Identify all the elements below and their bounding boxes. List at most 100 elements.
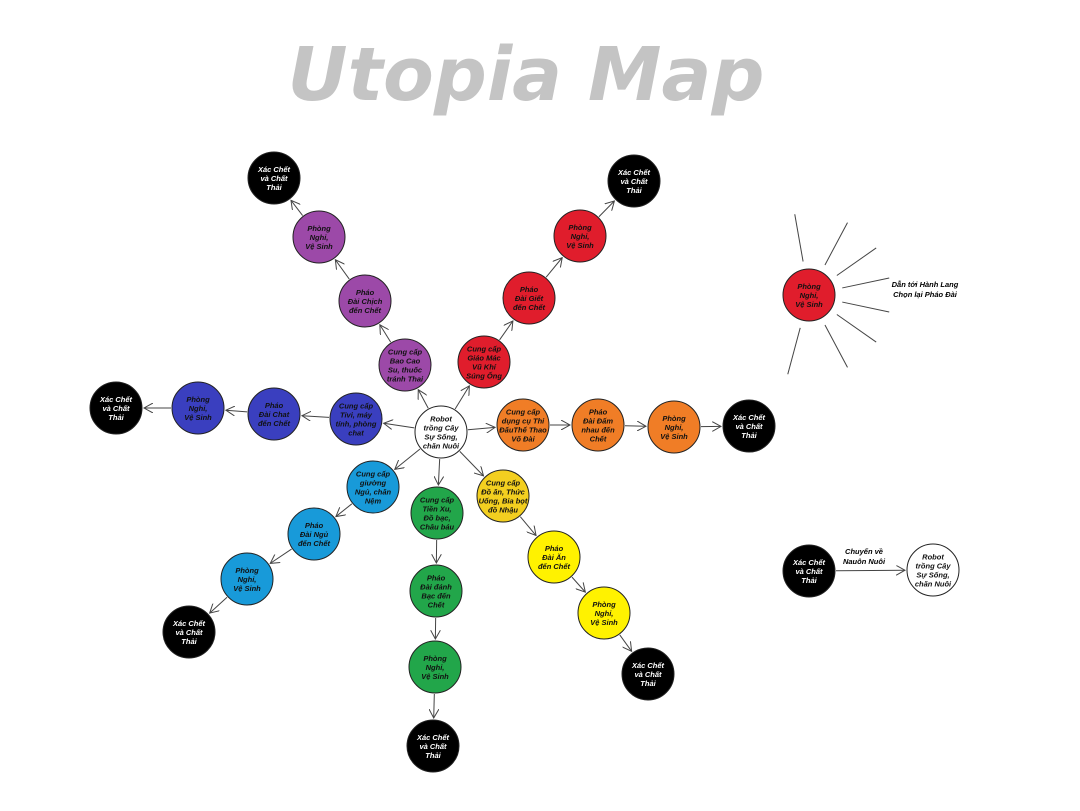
note-line: Chuyển về [845, 547, 883, 556]
node-circle [220, 552, 274, 606]
node-circle [378, 338, 432, 392]
arrow-center-to-purple-1 [418, 390, 429, 409]
node-label-line: Uống, Bia bọt [479, 497, 528, 506]
node-label-line: Đài Chat [259, 410, 290, 419]
node-circle [457, 335, 511, 389]
node-circle [247, 387, 301, 441]
arrow-center-to-green-1 [438, 458, 439, 485]
node-label-line: Thải [741, 431, 757, 440]
node-circle [577, 586, 631, 640]
node-circle [527, 530, 581, 584]
node-label-line: Vệ Sinh [233, 584, 261, 593]
arrow-cyan-3-to-cyan-4 [210, 596, 228, 613]
node-label-line: Xác Chết [416, 733, 450, 742]
arrow-red-2-to-red-3 [545, 258, 562, 278]
node-label-line: Sự Sống, [916, 571, 949, 580]
node-label-line: Châu báu [420, 523, 455, 532]
node-label-line: đến Chết [349, 306, 382, 315]
arrow-green-3-to-green-4 [434, 693, 435, 718]
corridor-ray-7 [824, 324, 848, 368]
arrow-orange-2-to-orange-3 [624, 426, 646, 427]
node-label-line: Đài Đấm [583, 417, 613, 426]
node-circle [414, 405, 468, 459]
arrow-center-to-blue-1 [384, 423, 415, 428]
node-label-line: Vệ Sinh [184, 413, 212, 422]
arrow-blue-2-to-blue-3 [226, 410, 248, 412]
node-label-line: Bạc đến [421, 592, 451, 601]
note-line: Nauôn Nuôi [843, 557, 886, 566]
node-label-line: Nệm [365, 497, 382, 506]
node-circle [782, 544, 836, 598]
node-label-line: Thải [626, 186, 642, 195]
node-label-line: Su, thuốc [388, 366, 423, 375]
node-circle [722, 399, 776, 453]
node-label-line: Thải [266, 183, 282, 192]
node-label-line: Sự Sống, [424, 433, 457, 442]
node-label-line: Chết [590, 435, 607, 444]
node-label-line: Pháo [520, 285, 539, 294]
node-label-line: Pháo [589, 408, 608, 417]
node-label-line: Xác Chết [631, 661, 665, 670]
node-label-line: Đài đánh [420, 583, 452, 592]
node-label-line: Bao Cao [390, 357, 421, 366]
node-label-line: Ngủ, chăn [355, 488, 392, 497]
node-label-line: Tivi, máy [340, 411, 373, 420]
node-circle [607, 154, 661, 208]
node-label-line: Robot [922, 553, 944, 562]
node-label-line: Thải [425, 751, 441, 760]
node-label-line: Thải [108, 413, 124, 422]
node-circle [502, 271, 556, 325]
arrow-legend-black-to-legend-white [835, 570, 905, 571]
arrow-purple-1-to-purple-2 [380, 325, 392, 343]
node-label-line: tránh Thai [387, 375, 424, 384]
node-circle [410, 486, 464, 540]
node-label-line: Vệ Sinh [305, 242, 333, 251]
node-label-line: Nghỉ, [800, 291, 819, 300]
node-label-line: Cung cấp [388, 348, 423, 357]
corridor-ray-4 [842, 277, 890, 289]
node-label-line: Võ Đài [511, 435, 535, 444]
node-label-line: Phòng [307, 224, 331, 233]
corridor-ray-8 [787, 327, 801, 375]
node-label-line: Robot [430, 415, 452, 424]
node-label-line: Nghỉ, [189, 404, 208, 413]
node-label-line: Đồ ăn, Thức [481, 488, 526, 497]
node-label-line: dụng cụ Thi [502, 417, 545, 426]
node-label-line: Đài Giết [515, 294, 544, 303]
node-label-line: và Chất [260, 174, 288, 183]
arrow-red-1-to-red-2 [499, 321, 513, 341]
node-label-line: Thải [801, 576, 817, 585]
map-title: Utopia Map [288, 32, 765, 118]
node-label-line: Cung cấp [486, 479, 521, 488]
node-label-line: Nghỉ, [595, 609, 614, 618]
